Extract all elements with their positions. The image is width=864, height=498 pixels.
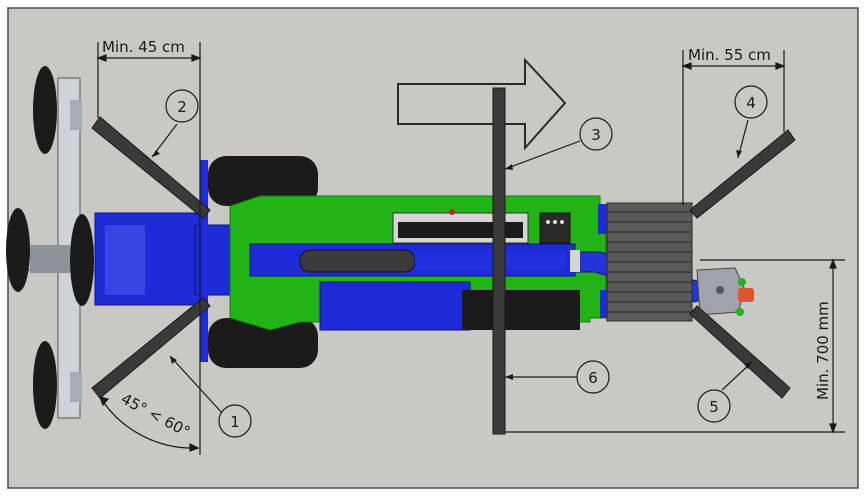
- lifter-joint-bottom: [70, 372, 82, 402]
- callout-2-label: 2: [177, 98, 187, 116]
- callout-5-label: 5: [709, 398, 719, 416]
- counterweight-black: [462, 290, 580, 330]
- callout-1: 1: [218, 404, 252, 438]
- support-bar-3-6: [492, 87, 506, 435]
- callout-4-label: 4: [746, 94, 756, 112]
- dimension-label-side: Min. 700 mm: [814, 301, 832, 400]
- tool-tip: [738, 288, 754, 302]
- callout-3: 3: [579, 117, 613, 151]
- suction-cup-center: [70, 214, 94, 306]
- front-pillar: [598, 204, 608, 234]
- callout-2: 2: [165, 89, 199, 123]
- suction-cup-top: [33, 66, 57, 154]
- control-panel: [539, 212, 571, 244]
- direction-arrow: [397, 57, 567, 151]
- dimension-label-rear: Min. 45 cm: [102, 38, 185, 56]
- dimension-rear: [96, 42, 202, 455]
- callout-6: 6: [576, 360, 610, 394]
- dimension-side: [505, 258, 845, 434]
- support-bar-5: [689, 305, 791, 399]
- hydraulic-cylinder: [299, 249, 416, 273]
- callout-5: 5: [697, 389, 731, 423]
- lifter-hub: [30, 245, 70, 273]
- angle-indicator: [99, 396, 200, 452]
- counterweight-blue: [319, 281, 471, 331]
- support-bars: [91, 87, 796, 435]
- lifter-joint-top: [70, 100, 82, 130]
- support-bar-4: [689, 129, 796, 219]
- tire-bottom: [208, 318, 318, 368]
- leader-arrowheads: [152, 150, 752, 380]
- support-bar-2: [91, 116, 211, 219]
- front-pillar-bottom: [600, 290, 610, 318]
- callout-3-label: 3: [591, 126, 601, 144]
- callout-6-label: 6: [588, 369, 598, 387]
- callout-1-label: 1: [230, 413, 240, 431]
- grille-lines: [607, 211, 692, 313]
- callout-4: 4: [734, 85, 768, 119]
- boom-inner: [415, 252, 565, 270]
- axle: [200, 160, 208, 362]
- dimension-label-front: Min. 55 cm: [688, 46, 771, 64]
- vacuum-lifter: [6, 66, 107, 429]
- rear-chassis-panel: [105, 225, 145, 295]
- control-box-inner: [398, 222, 523, 238]
- support-bar-1: [91, 297, 211, 399]
- suction-cup-left: [6, 208, 30, 292]
- suction-cup-bottom: [33, 341, 57, 429]
- warning-light: [449, 209, 455, 215]
- tire-top: [208, 156, 318, 206]
- dimension-front: [681, 50, 786, 205]
- boom-head: [696, 267, 754, 316]
